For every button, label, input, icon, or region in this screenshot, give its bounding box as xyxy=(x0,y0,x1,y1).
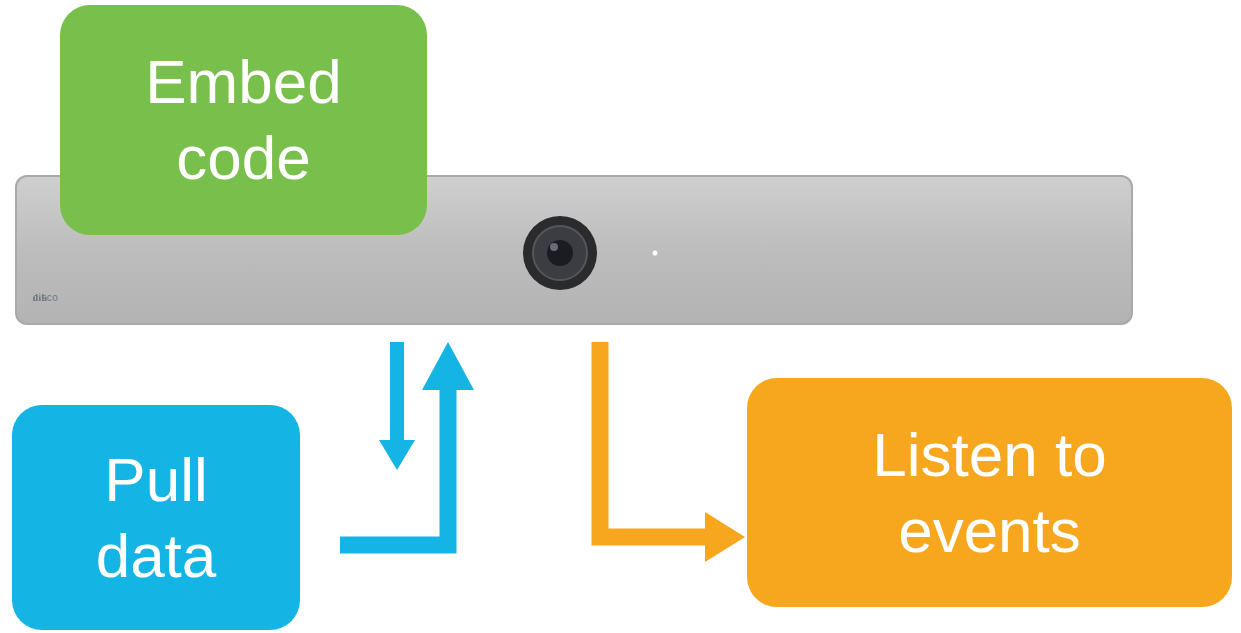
flow-arrow xyxy=(340,342,474,545)
pull-data-box: Pull data xyxy=(12,405,300,630)
brand-logo-text: cisco xyxy=(33,292,58,303)
flow-arrow xyxy=(600,342,745,562)
box-label: Listen to events xyxy=(830,417,1150,569)
box-label: Embed code xyxy=(129,44,359,196)
listen-events-box: Listen to events xyxy=(747,378,1232,607)
arrow-shaft xyxy=(340,390,448,545)
arrow-shaft xyxy=(390,342,404,440)
arrow-head xyxy=(379,440,415,470)
flow-arrow xyxy=(379,342,415,470)
arrow-shaft xyxy=(600,342,705,537)
arrow-head xyxy=(422,342,474,390)
arrow-head xyxy=(705,512,745,562)
box-label: Pull data xyxy=(56,442,256,594)
embed-code-box: Embed code xyxy=(60,5,427,235)
